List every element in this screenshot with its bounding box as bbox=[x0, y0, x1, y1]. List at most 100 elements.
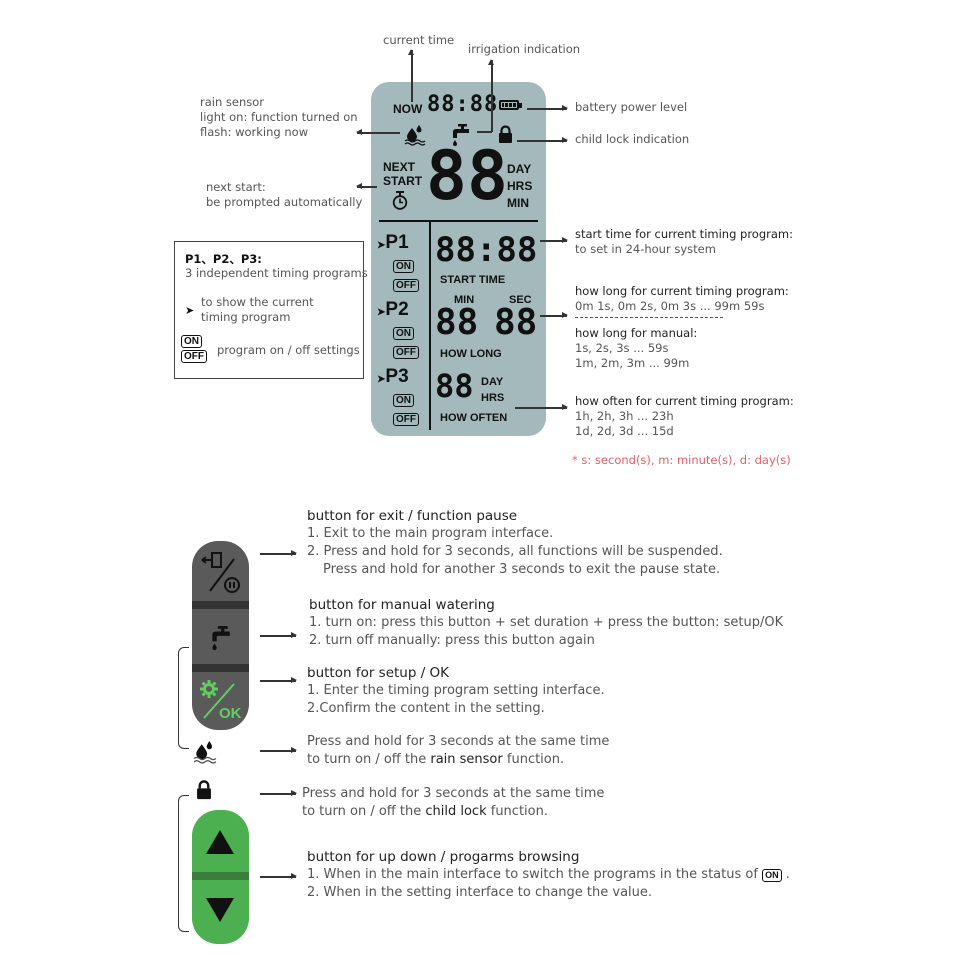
program-p3: ➤P3 ON OFF bbox=[377, 366, 427, 426]
how-long-sec-label: SEC bbox=[509, 294, 532, 306]
how-often-label: HOW OFTEN bbox=[440, 412, 508, 424]
panel-separator bbox=[192, 664, 249, 672]
unit-day: DAY bbox=[507, 162, 532, 176]
p2-on-badge: ON bbox=[393, 327, 414, 340]
annotation-next-start: next start: be prompted automatically bbox=[206, 180, 363, 209]
how-long-label: HOW LONG bbox=[440, 348, 502, 360]
annotation-irrigation: irrigation indication bbox=[468, 42, 581, 56]
bracket-lock-combo bbox=[178, 795, 189, 932]
start-time-label: START TIME bbox=[440, 274, 506, 286]
faucet-icon bbox=[212, 626, 230, 651]
current-time-digits: 88:88 bbox=[427, 92, 499, 117]
dashed-divider bbox=[575, 317, 723, 318]
legend-on-badge: ON bbox=[181, 335, 202, 348]
arrow-child-lock bbox=[517, 137, 568, 143]
how-often-digits: 88 bbox=[435, 367, 474, 405]
how-often-day: DAY bbox=[481, 376, 504, 388]
desc-lock-combo: Press and hold for 3 seconds at the same… bbox=[302, 786, 605, 819]
annotation-how-long-manual: how long for manual: 1s, 2s, 3s ... 59s … bbox=[575, 326, 698, 370]
lcd-display: NOW 88:88 NEXT START 88 DAY HRS MIN ➤P1 … bbox=[371, 82, 546, 436]
up-button[interactable] bbox=[192, 810, 249, 872]
setup-ok-button[interactable]: OK bbox=[192, 672, 249, 730]
timer-icon bbox=[392, 191, 408, 210]
desc-rain-combo: Press and hold for 3 seconds at the same… bbox=[307, 734, 610, 767]
arrow-current-time bbox=[408, 49, 414, 102]
exit-pause-icon bbox=[201, 552, 240, 593]
legend-arrow-text: to show the current timing program bbox=[201, 295, 314, 324]
p2-off-badge: OFF bbox=[393, 346, 419, 359]
exit-pause-button[interactable] bbox=[192, 541, 249, 601]
how-long-min-label: MIN bbox=[454, 294, 475, 306]
arrow-rain-combo bbox=[260, 747, 297, 753]
arrow-next-start bbox=[356, 183, 377, 189]
program-p1: ➤P1 ON OFF bbox=[377, 232, 427, 292]
units-note: * s: second(s), m: minute(s), d: day(s) bbox=[572, 453, 791, 467]
desc-updown: button for up down / progarms browsing 1… bbox=[307, 849, 790, 900]
annotation-rain-sensor: rain sensor light on: function turned on… bbox=[200, 95, 358, 139]
next-start-digits: 88 bbox=[426, 137, 508, 216]
program-p2: ➤P2 ON OFF bbox=[377, 299, 427, 359]
on-badge-inline: ON bbox=[762, 869, 782, 882]
up-arrow-icon bbox=[206, 830, 234, 854]
arrow-how-long bbox=[540, 312, 568, 318]
arrow-setup-ok bbox=[260, 677, 297, 683]
annotation-how-often: how often for current timing program: 1h… bbox=[575, 394, 794, 438]
p1-on-badge: ON bbox=[393, 260, 414, 273]
panel-separator bbox=[192, 872, 249, 880]
unit-hrs: HRS bbox=[507, 179, 533, 193]
annotation-child-lock: child lock indication bbox=[575, 132, 690, 146]
how-often-hrs: HRS bbox=[481, 392, 505, 404]
desc-setup-ok: button for setup / OK 1. Enter the timin… bbox=[307, 665, 605, 716]
unit-min: MIN bbox=[507, 196, 529, 210]
p3-on-badge: ON bbox=[393, 394, 414, 407]
bracket-rain-combo bbox=[178, 647, 189, 749]
battery-tip bbox=[519, 103, 522, 108]
pointer-arrow-icon: ➤ bbox=[185, 304, 195, 317]
arrow-exit-pause bbox=[260, 550, 297, 556]
p3-off-badge: OFF bbox=[393, 413, 419, 426]
arrow-irrigation-elbow bbox=[477, 131, 492, 133]
legend-title: P1、P2、P3: bbox=[185, 252, 262, 266]
lcd-divider-horizontal bbox=[379, 220, 538, 222]
battery-icon bbox=[499, 100, 519, 110]
child-lock-icon bbox=[499, 125, 512, 143]
gear-ok-icon bbox=[200, 680, 235, 719]
ok-label: OK bbox=[219, 705, 242, 722]
desc-manual: button for manual watering 1. turn on: p… bbox=[309, 597, 784, 648]
annotation-current-time: current time bbox=[383, 33, 455, 47]
manual-watering-button[interactable] bbox=[192, 609, 249, 664]
up-down-panel bbox=[192, 810, 249, 944]
down-button[interactable] bbox=[192, 880, 249, 944]
legend-onoff-text: program on / off settings bbox=[217, 343, 360, 357]
panel-separator bbox=[192, 601, 249, 609]
legend-off-badge: OFF bbox=[181, 350, 207, 363]
arrow-rain-sensor bbox=[356, 129, 400, 135]
next-label: NEXT bbox=[383, 160, 416, 174]
faucet-irrigation-icon bbox=[453, 124, 469, 146]
down-arrow-icon bbox=[206, 898, 234, 922]
arrow-updown bbox=[260, 873, 297, 879]
rain-sensor-icon bbox=[193, 741, 217, 764]
how-long-min-digits: 88 bbox=[435, 302, 479, 343]
lock-icon bbox=[197, 780, 211, 800]
legend-subtitle: 3 independent timing programs bbox=[185, 266, 368, 280]
start-time-digits: 88:88 bbox=[435, 230, 538, 270]
legend-box: P1、P2、P3: 3 independent timing programs … bbox=[174, 241, 368, 379]
now-label: NOW bbox=[393, 102, 423, 116]
annotation-how-long-program: how long for current timing program: 0m … bbox=[575, 284, 789, 313]
arrow-battery bbox=[527, 105, 568, 111]
arrow-how-often bbox=[515, 404, 568, 410]
annotation-battery: battery power level bbox=[575, 100, 688, 114]
rain-sensor-icon bbox=[404, 125, 426, 146]
start-label: START bbox=[383, 174, 423, 188]
p1-off-badge: OFF bbox=[393, 279, 419, 292]
control-panel: OK bbox=[192, 541, 249, 730]
annotation-start-time: start time for current timing program: t… bbox=[575, 227, 793, 256]
lcd-divider-vertical bbox=[429, 222, 431, 430]
arrow-manual bbox=[260, 632, 297, 638]
desc-exit-pause: button for exit / function pause 1. Exit… bbox=[307, 508, 723, 577]
how-long-sec-digits: 88 bbox=[494, 302, 538, 343]
arrow-start-time bbox=[540, 237, 568, 243]
arrow-irrigation bbox=[488, 59, 494, 132]
arrow-lock-combo bbox=[260, 790, 297, 796]
